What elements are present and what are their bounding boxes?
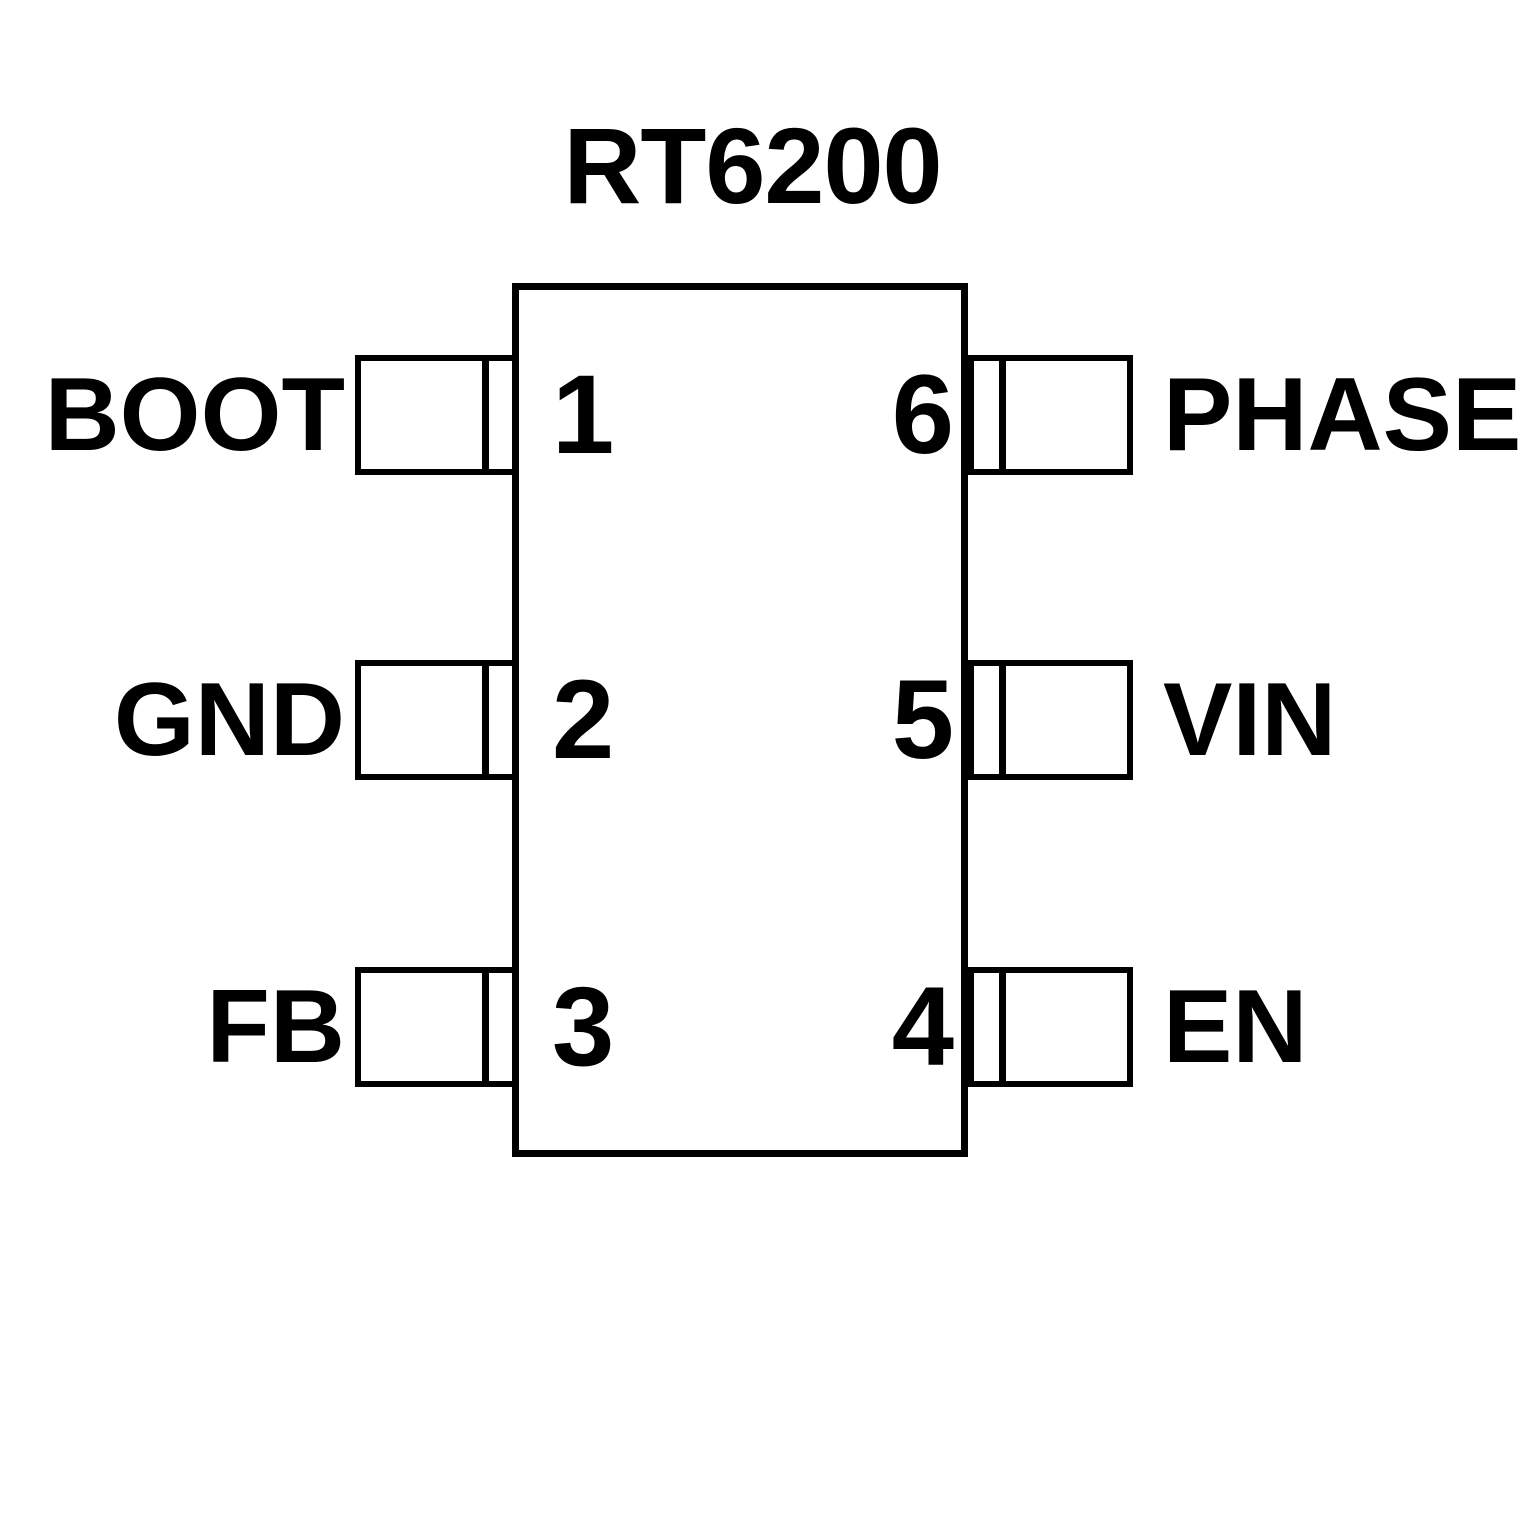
pin-pad-inner-line-icon — [482, 360, 489, 470]
pin-pad-3[interactable] — [355, 967, 520, 1087]
pin-pad-5[interactable] — [968, 660, 1133, 780]
page-title: RT6200 — [563, 105, 942, 226]
pin-number-4: 4 — [891, 964, 954, 1089]
pin-label-vin: VIN — [1163, 662, 1337, 778]
pin-pad-2[interactable] — [355, 660, 520, 780]
package-body — [512, 283, 968, 1157]
pin-label-en: EN — [1163, 969, 1308, 1085]
pin-pad-inner-line-icon — [482, 972, 489, 1082]
pin-number-5: 5 — [891, 657, 954, 782]
pin-label-boot: BOOT — [44, 357, 345, 473]
pin-label-fb: FB — [206, 969, 345, 1085]
pin-pad-inner-line-icon — [482, 665, 489, 775]
pin-pad-1[interactable] — [355, 355, 520, 475]
pin-pad-inner-line-icon — [999, 972, 1006, 1082]
pin-number-2: 2 — [552, 657, 615, 782]
pin-pad-4[interactable] — [968, 967, 1133, 1087]
pin-number-6: 6 — [891, 352, 954, 477]
pin-number-1: 1 — [552, 352, 615, 477]
pin-label-gnd: GND — [113, 662, 345, 778]
pin-number-3: 3 — [552, 964, 615, 1089]
pin-label-phase: PHASE — [1163, 357, 1522, 473]
pin-pad-inner-line-icon — [999, 665, 1006, 775]
pin-pad-inner-line-icon — [999, 360, 1006, 470]
pin-pad-6[interactable] — [968, 355, 1133, 475]
